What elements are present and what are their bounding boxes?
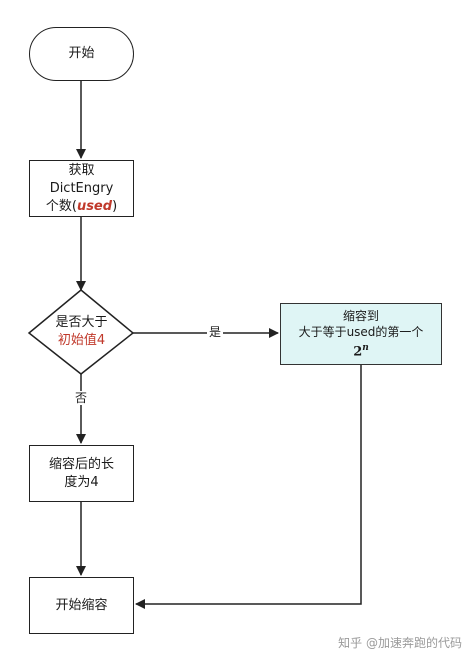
end-label: 开始缩容: [55, 597, 108, 613]
decision-line2: 初始值4: [57, 333, 106, 348]
get-line3-prefix: 个数(: [45, 198, 77, 214]
get-line3: 个数(used): [46, 198, 117, 216]
resize-line2: 大于等于used的第一个: [298, 324, 424, 339]
watermark: 知乎 @加速奔跑的代码: [338, 636, 462, 650]
used-highlight: used: [76, 198, 113, 214]
decision-label: 是否大于 初始值4: [29, 310, 134, 354]
math-base: 2: [353, 344, 363, 360]
power-of-two-formula: 2n: [353, 340, 369, 360]
decision-line1: 是否大于: [55, 315, 108, 330]
begin-resize-node: 开始缩容: [29, 577, 134, 634]
after-line2: 度为4: [64, 474, 99, 490]
math-exponent: n: [362, 342, 369, 353]
resize-node: 缩容到 大于等于used的第一个 2n: [280, 303, 442, 365]
get-count-node: 获取 DictEngry 个数(used): [29, 160, 134, 217]
after-line1: 缩容后的长: [48, 456, 114, 472]
start-label: 开始: [68, 46, 95, 61]
edge-resize-to-end: [135, 365, 362, 609]
resize-line1: 缩容到: [342, 308, 379, 323]
edge-label-no: 否: [73, 391, 90, 405]
get-line1: 获取: [68, 162, 95, 178]
edge-label-yes: 是: [207, 325, 224, 339]
after-resize-node: 缩容后的长 度为4: [29, 445, 134, 502]
get-line2: DictEngry: [49, 180, 114, 196]
start-node: 开始: [29, 27, 134, 81]
get-line3-suffix: ): [112, 198, 118, 214]
